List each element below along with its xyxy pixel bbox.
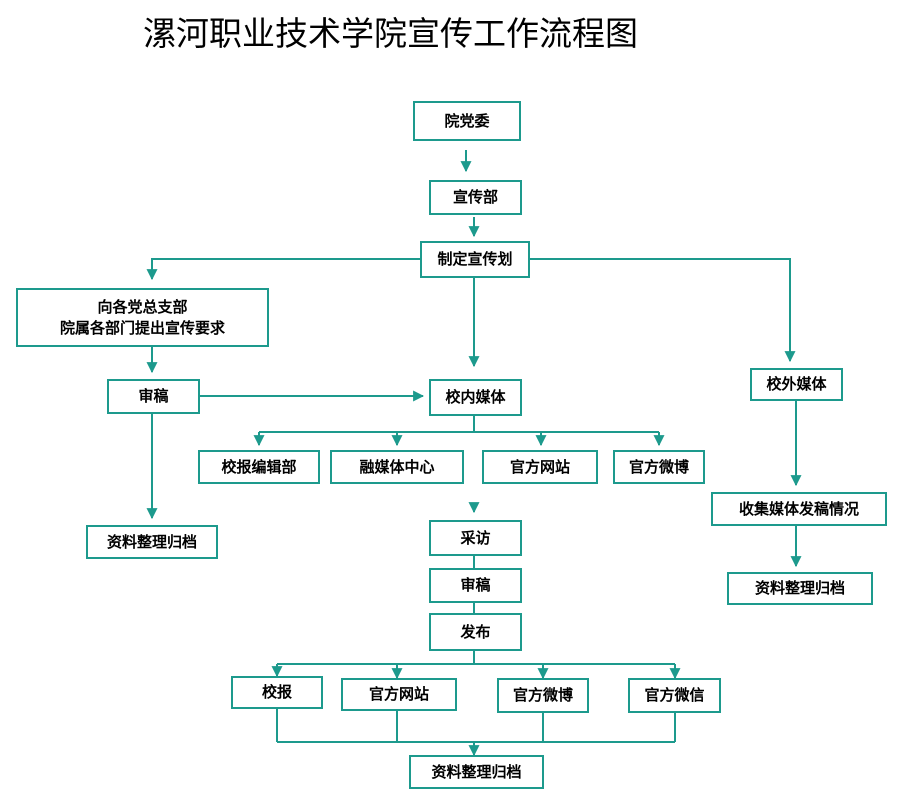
node-publicity-department: 宣传部	[429, 180, 522, 215]
node-pub-official-wechat: 官方微信	[628, 678, 721, 713]
node-publish: 发布	[429, 613, 522, 651]
node-newspaper-office: 校报编辑部	[198, 450, 320, 484]
node-official-weibo-top: 官方微博	[613, 450, 705, 484]
node-media-center: 融媒体中心	[330, 450, 464, 484]
node-publicity-plan: 制定宣传划	[420, 241, 530, 278]
arrow-zhiding-to-request	[146, 258, 420, 281]
node-archive-left: 资料整理归档	[86, 525, 218, 559]
node-external-media: 校外媒体	[750, 368, 843, 401]
node-review-middle: 审稿	[429, 568, 522, 603]
arrow-zhiding-to-xiaowai	[530, 258, 796, 363]
node-request-departments: 向各党总支部 院属各部门提出宣传要求	[16, 288, 269, 347]
node-pub-official-weibo: 官方微博	[497, 678, 589, 713]
node-campus-media: 校内媒体	[429, 379, 522, 416]
diagram-title: 漯河职业技术学院宣传工作流程图	[143, 14, 638, 53]
node-archive-bottom: 资料整理归档	[409, 755, 544, 789]
node-interview: 采访	[429, 520, 522, 556]
node-pub-official-site: 官方网站	[341, 678, 457, 711]
request-line-2: 院属各部门提出宣传要求	[59, 318, 225, 337]
node-collect-media-reports: 收集媒体发稿情况	[711, 492, 887, 526]
node-college-party-committee: 院党委	[413, 101, 521, 141]
node-archive-right: 资料整理归档	[727, 572, 873, 605]
request-line-1: 向各党总支部	[97, 297, 188, 316]
node-review-left: 审稿	[107, 379, 200, 414]
node-official-site-top: 官方网站	[482, 450, 598, 484]
node-pub-newspaper: 校报	[231, 676, 323, 709]
